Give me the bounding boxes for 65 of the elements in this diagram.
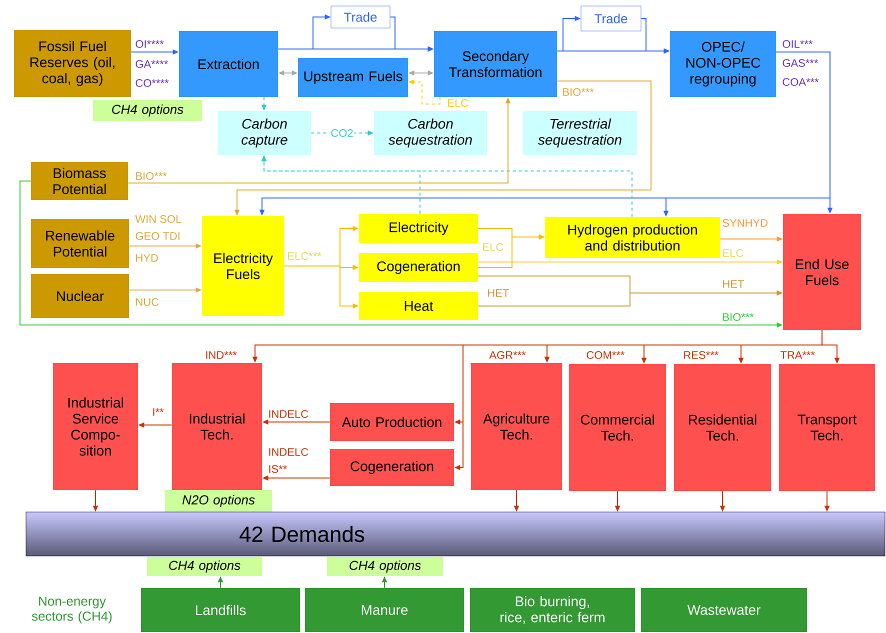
option-tag: CH4 options [93, 100, 202, 121]
source-box: Manure [305, 588, 464, 632]
process-box: OPEC/ NON-OPEC regrouping [670, 31, 776, 97]
conversion-box: Cogeneration [359, 253, 478, 282]
process-box: Secondary Transformation [434, 31, 557, 97]
sector-box: Industrial Tech. [172, 363, 262, 490]
resource-box: Biomass Potential [31, 162, 128, 200]
flow-label: ELC [483, 243, 504, 251]
option-tag: CH4 options [147, 557, 262, 576]
conversion-box: Hydrogen production and distribution [545, 217, 720, 258]
option-tag: CH4 options [327, 557, 443, 576]
flow-label: GA**** [136, 60, 168, 68]
carbon-box: Terrestrial sequestration [523, 111, 637, 155]
flow-label: AGR*** [489, 351, 526, 359]
trade-box: Trade [330, 6, 390, 28]
sector-box: Cogeneration [330, 449, 454, 486]
flow-label: GEO TDI [136, 232, 180, 240]
source-box: Wastewater [641, 588, 807, 632]
carbon-box: Carbon capture [218, 111, 311, 155]
demand-bar: 42 Demands [26, 512, 886, 556]
flow-label: BIO*** [563, 88, 594, 96]
resource-box: Fossil Fuel Reserves (oil, coal, gas) [14, 30, 131, 97]
process-box: Extraction [179, 31, 278, 97]
flow-label: TRA*** [780, 351, 815, 359]
conversion-box: Electricity [359, 214, 478, 243]
flow-label: IS** [269, 465, 287, 473]
conversion-box: Heat [359, 292, 478, 320]
option-tag: N2O options [165, 490, 272, 512]
resource-box: Renewable Potential [31, 219, 129, 268]
sector-box: Auto Production [330, 403, 454, 441]
sector-box: Transport Tech. [779, 364, 875, 491]
source-box: Bio burning, rice, enteric ferm [470, 588, 635, 632]
flow-label: BIO*** [136, 172, 167, 180]
sector-box: End Use Fuels [783, 214, 861, 330]
side-label: Non-energy sectors (CH4) [32, 596, 112, 624]
flow-label: ELC [448, 99, 468, 107]
flow-label: GAS*** [782, 59, 818, 67]
flow-label: NUC [136, 298, 159, 306]
sector-box: Industrial Service Compo-sition [53, 363, 138, 490]
flow-label: ELC [723, 249, 744, 257]
flow-label: OIL*** [782, 40, 813, 48]
flow-label: INDELC [269, 410, 308, 418]
flow-label: SYNHYD [722, 219, 768, 227]
flow-label: HET [488, 289, 509, 297]
edge-label: CO2 [330, 128, 354, 138]
flow-label: RES*** [684, 351, 718, 359]
flow-label: HET [723, 280, 744, 288]
sector-box: Agriculture Tech. [471, 363, 562, 490]
conversion-box: Electricity Fuels [202, 216, 284, 316]
flow-label: OI**** [136, 40, 164, 48]
carbon-box: Carbon sequestration [374, 111, 487, 155]
resource-box: Nuclear [31, 274, 129, 318]
sector-box: Residential Tech. [674, 364, 771, 491]
flow-label: I** [153, 408, 164, 416]
sector-box: Commercial Tech. [569, 364, 666, 491]
process-box: Upstream Fuels [298, 58, 408, 97]
trade-box: Trade [580, 6, 642, 32]
flow-label: HYD [136, 254, 158, 262]
flow-label: ELC*** [288, 252, 322, 260]
flow-label: COM*** [586, 351, 625, 359]
flow-label: BIO*** [723, 313, 754, 321]
flow-label: WIN SOL [135, 215, 182, 223]
flow-label: CO**** [136, 79, 169, 87]
flow-label: INDELC [269, 448, 308, 456]
source-box: Landfills [141, 588, 300, 632]
